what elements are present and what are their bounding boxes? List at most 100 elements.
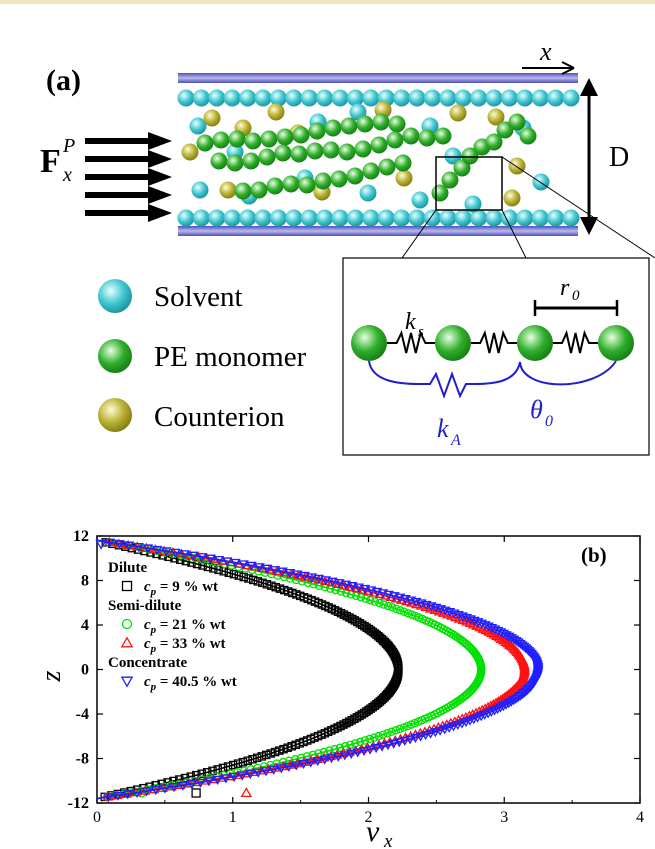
legend-pe-monomer: PE monomer [98, 339, 307, 373]
square-marker [209, 564, 218, 573]
counterion-bead [181, 143, 199, 161]
pe-monomer-bead [234, 182, 252, 200]
x-direction-label: x [539, 37, 552, 66]
wall-bead [531, 209, 549, 227]
circle-marker [455, 634, 465, 644]
r0-label: r [560, 275, 570, 301]
wall-bead [331, 209, 349, 227]
square-marker [347, 614, 357, 624]
legend-counterion: Counterion [98, 398, 285, 433]
pe-monomer-bead [308, 122, 326, 140]
pe-monomer-bead [260, 130, 278, 148]
legend-entry-label: cp = 33 % wt [144, 636, 226, 655]
wall-bead [223, 89, 241, 107]
pe-monomer-bead [346, 167, 364, 185]
square-marker [359, 708, 369, 718]
pe-monomer-bead [356, 115, 374, 133]
wall-bead [285, 89, 303, 107]
pe-monomer-bead [362, 162, 380, 180]
wall-bead [377, 209, 395, 227]
wall-bead [346, 89, 364, 107]
circle-marker [365, 734, 374, 744]
theta0-label: θ [530, 395, 543, 424]
triangle-up-marker [507, 642, 518, 652]
solvent-bead [532, 173, 550, 191]
pe-monomer-bead [292, 126, 310, 144]
inset-pe-monomer [435, 325, 471, 361]
panel-a-label: (a) [46, 64, 81, 97]
y-tick-label: 4 [81, 617, 89, 634]
square-marker [197, 769, 206, 778]
circle-marker [383, 601, 393, 611]
pe-monomer-bead [266, 177, 284, 195]
top-wall [178, 73, 578, 83]
triangle-up-marker [505, 687, 516, 697]
wall-bead [331, 89, 349, 107]
wall-bead [516, 89, 534, 107]
wall-bead [316, 209, 334, 227]
data-series [95, 536, 544, 803]
ks-label: k [405, 309, 416, 335]
pe-monomer-bead [434, 127, 452, 145]
x-tick-label: 3 [500, 809, 508, 826]
square-marker [350, 714, 359, 724]
square-marker [252, 753, 262, 763]
square-marker [342, 611, 352, 621]
legend-entry-label: cp = 9 % wt [144, 579, 218, 598]
pe-monomer-legend-label: PE monomer [154, 341, 307, 373]
square-marker [262, 580, 272, 589]
solvent-bead [191, 181, 209, 199]
wall-bead [254, 89, 272, 107]
pe-monomer-bead [388, 115, 406, 133]
wall-bead [470, 89, 488, 107]
square-marker [267, 581, 276, 590]
wall-bead [423, 89, 441, 107]
counterion-legend-label: Counterion [154, 401, 285, 433]
wall-bead [362, 209, 380, 227]
wall-bead [562, 209, 580, 227]
square-marker [224, 568, 234, 577]
wall-bead [439, 209, 457, 227]
pe-monomer-bead [274, 144, 292, 162]
circle-marker [383, 728, 392, 738]
circle-marker [391, 726, 400, 735]
legend-entry-label: cp = 40.5 % wt [144, 674, 237, 693]
circle-marker [375, 598, 384, 608]
wall-bead [485, 89, 503, 107]
square-marker [248, 755, 257, 764]
inset-pe-monomer [598, 325, 634, 361]
solvent-legend-marker [98, 279, 132, 313]
circle-marker [395, 724, 405, 734]
wall-bead [362, 89, 380, 107]
panel-b-label: (b) [581, 543, 607, 567]
flow-arrow-head [148, 150, 172, 168]
square-marker [345, 613, 354, 622]
legend-group-title: Semi-dilute [108, 598, 182, 614]
y-tick-label: 12 [73, 528, 89, 545]
square-marker [248, 575, 258, 585]
circle-marker [396, 606, 405, 615]
pe-monomer-bead [386, 131, 404, 149]
circle-marker [378, 730, 388, 739]
square-marker [353, 617, 362, 627]
wall-bead [500, 89, 518, 107]
circle-marker [388, 603, 397, 612]
square-marker [347, 715, 357, 725]
y-tick-label: 8 [81, 573, 89, 590]
pe-monomer-bead [461, 147, 479, 165]
force-label: F [40, 143, 61, 180]
circle-marker [451, 698, 460, 708]
circle-marker [360, 736, 370, 745]
triangle-down-marker [518, 689, 530, 699]
flow-arrows [85, 132, 172, 222]
wall-bead [500, 209, 518, 227]
wall-bead [346, 209, 364, 227]
pe-monomer-bead [210, 152, 228, 170]
x-tick-label: 1 [229, 809, 237, 826]
square-marker [357, 620, 367, 630]
square-marker [262, 750, 271, 760]
x-axis-label-subscript: x [383, 831, 393, 849]
pe-monomer-bead [519, 127, 537, 145]
pe-monomer-bead [250, 181, 268, 199]
